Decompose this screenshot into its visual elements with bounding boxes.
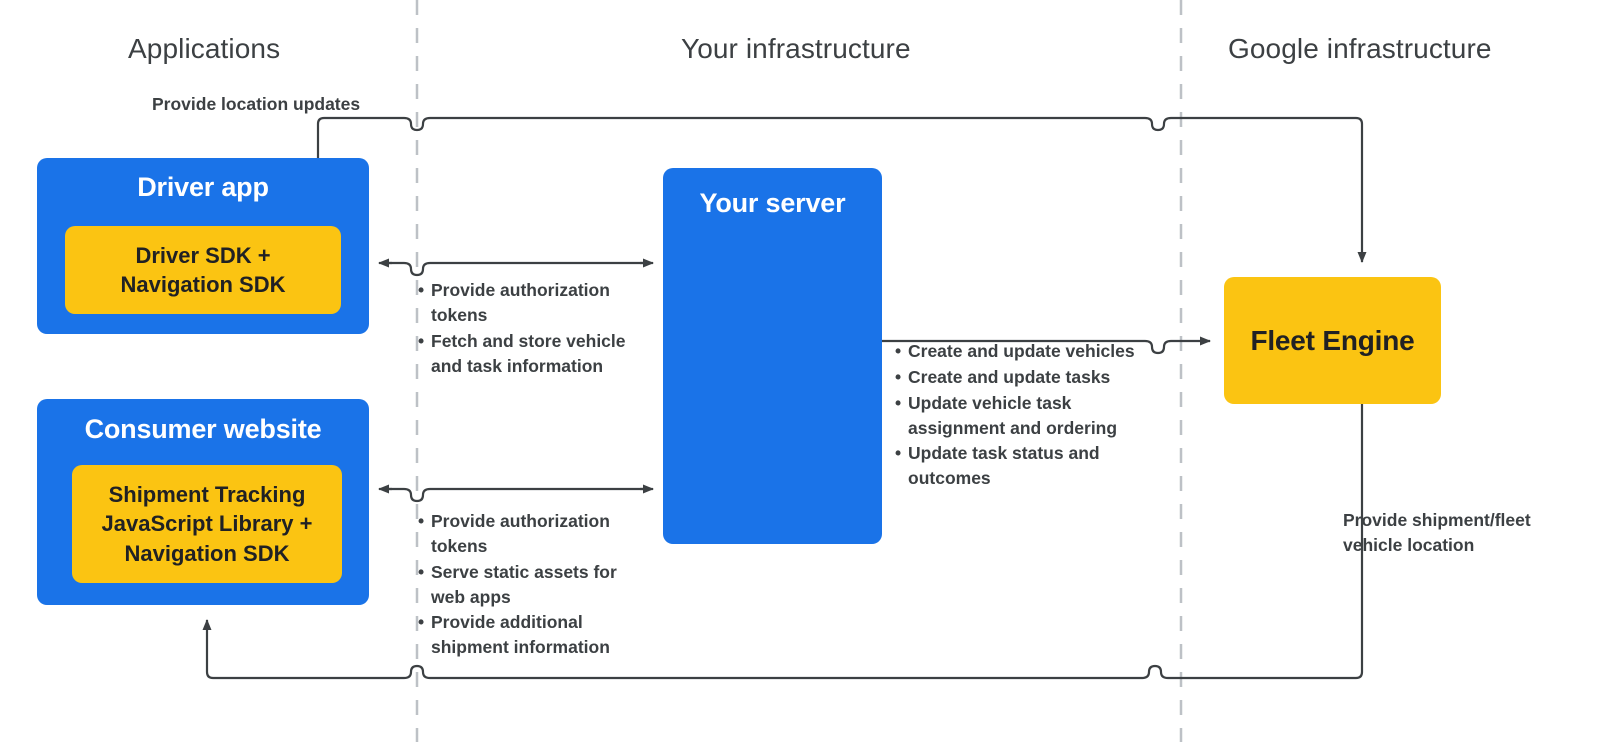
flow-list-item: Update vehicle task assignment and order… [895,391,1155,441]
connector-consumer-website-server [378,484,654,503]
consumer-website-title: Consumer website [84,414,322,444]
flow-list-item: Update task status and outcomes [895,441,1155,491]
flow-list-consumer-website-to-server: Provide authorization tokensServe static… [418,509,643,661]
flow-list-item: Create and update tasks [895,365,1155,390]
fleet-engine-title: Fleet Engine [1250,324,1415,356]
flow-list-server-to-fleet-engine: Create and update vehiclesCreate and upd… [895,339,1155,492]
flow-list-item: Provide additional shipment information [418,610,643,660]
flow-list-item: Create and update vehicles [895,339,1155,364]
flow-list-driver-app-to-server: Provide authorization tokensFetch and st… [418,278,658,379]
column-header-applications: Applications [128,33,281,64]
node-fleet-engine[interactable]: Fleet Engine [1224,277,1441,404]
label-provide-location-updates: Provide location updates [152,94,361,114]
column-header-your-infrastructure: Your infrastructure [681,33,911,64]
flow-list-item: Provide authorization tokens [418,278,658,328]
your-server-title: Your server [699,188,846,218]
node-consumer-website[interactable]: Consumer website Shipment Tracking JavaS… [37,399,369,605]
flow-list-item: Serve static assets for web apps [418,560,643,610]
label-provide-shipment-location: Provide shipment/fleet vehicle location [1343,510,1531,555]
driver-app-title: Driver app [137,172,269,202]
flow-list-item: Fetch and store vehicle and task informa… [418,329,658,379]
connector-driver-app-server [378,258,654,277]
node-driver-app[interactable]: Driver app Driver SDK + Navigation SDK [37,158,369,334]
driver-sdk-label: Driver SDK + Navigation SDK [120,242,286,297]
shipment-tracking-library-label: Shipment Tracking JavaScript Library + N… [101,482,313,566]
node-driver-sdk[interactable]: Driver SDK + Navigation SDK [65,226,341,314]
flow-list-item: Provide authorization tokens [418,509,643,559]
node-your-server[interactable]: Your server [663,168,882,544]
column-header-google-infrastructure: Google infrastructure [1228,33,1492,64]
node-shipment-tracking-library[interactable]: Shipment Tracking JavaScript Library + N… [72,465,342,583]
